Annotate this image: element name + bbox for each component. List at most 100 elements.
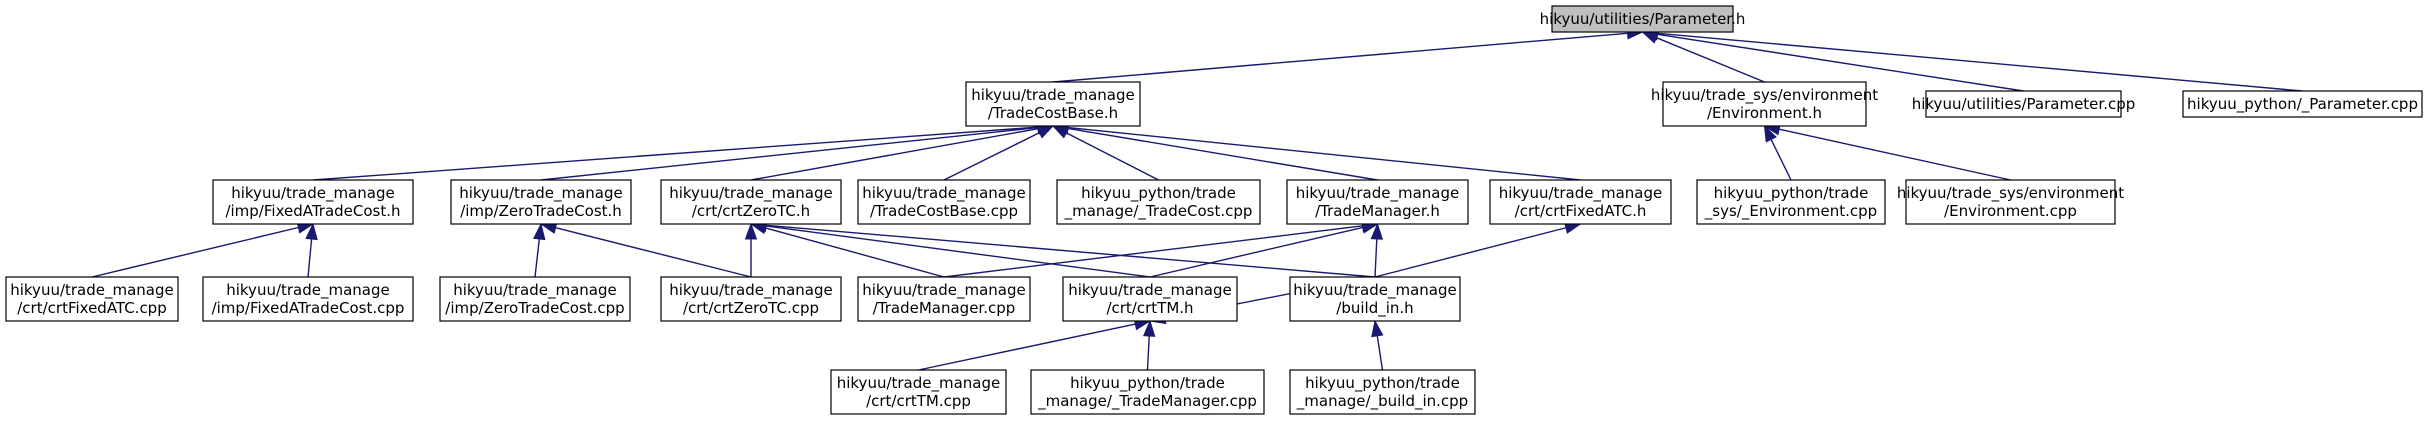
- arrowhead-icon: [1763, 124, 1777, 143]
- node-fixedatradecost_cpp[interactable]: hikyuu/trade_manage/imp/FixedATradeCost.…: [202, 276, 414, 322]
- node-box: [1030, 369, 1265, 415]
- edge-line: [534, 238, 541, 278]
- node-box: [830, 369, 1007, 415]
- node-label: /crt/crtTM.cpp: [866, 392, 971, 410]
- node-build_in_h[interactable]: hikyuu/trade_manage/build_in.h: [1289, 276, 1461, 322]
- node-parameter_h[interactable]: hikyuu/utilities/Parameter.h: [1540, 5, 1746, 33]
- node-tradecostbase_h[interactable]: hikyuu/trade_manage/TradeCostBase.h: [965, 81, 1141, 127]
- edge-crtfixedatc_cpp-to-fixedatradecost_h: [91, 221, 315, 278]
- node-label: hikyuu/trade_manage: [1296, 184, 1460, 203]
- node-box: [202, 276, 414, 322]
- node-crtfixedatc_cpp[interactable]: hikyuu/trade_manage/crt/crtFixedATC.cpp: [5, 276, 179, 322]
- node-box: [1905, 179, 2116, 225]
- node-label: hikyuu_python/trade: [1305, 374, 1460, 393]
- node-tradecostbase_cpp[interactable]: hikyuu/trade_manage/TradeCostBase.cpp: [857, 179, 1031, 225]
- edge-line: [1374, 227, 1567, 278]
- node-box: [1286, 179, 1469, 225]
- node-label: /imp/FixedATradeCost.h: [225, 202, 400, 220]
- node-label: /Environment.cpp: [1944, 202, 2077, 220]
- edge-line: [750, 127, 1039, 181]
- node-fixedatradecost_h[interactable]: hikyuu/trade_manage/imp/FixedATradeCost.…: [212, 179, 414, 225]
- node-label: hikyuu/trade_manage: [10, 281, 174, 300]
- node-label: /build_in.h: [1336, 299, 1413, 318]
- node-zerotradecost_h[interactable]: hikyuu/trade_manage/imp/ZeroTradeCost.h: [450, 179, 632, 225]
- node-label: hikyuu_python/trade: [1081, 184, 1236, 203]
- node-box: [1925, 90, 2122, 118]
- edge-line: [540, 126, 1039, 181]
- node-label: /TradeCostBase.h: [988, 104, 1118, 122]
- node-label: _manage/_TradeCost.cpp: [1064, 202, 1253, 221]
- edge-line: [1066, 132, 1159, 181]
- node-parameter_cpp[interactable]: hikyuu/utilities/Parameter.cpp: [1912, 90, 2136, 118]
- node-crtzerotc_cpp[interactable]: hikyuu/trade_manage/crt/crtZeroTC.cpp: [660, 276, 842, 322]
- edge-fixedatradecost_h-to-tradecostbase_h: [312, 120, 1055, 181]
- edge-line: [765, 225, 1151, 278]
- node-trademanager_cpp[interactable]: hikyuu/trade_manage/TradeManager.cpp: [857, 276, 1031, 322]
- node-box: [1662, 81, 1867, 127]
- node-box: [1489, 179, 1672, 225]
- edge-py_build_in_cpp-to-build_in_h: [1371, 319, 1384, 371]
- edge-line: [1374, 238, 1378, 278]
- node-label: hikyuu/utilities/Parameter.cpp: [1912, 95, 2136, 113]
- node-label: hikyuu/trade_manage: [669, 281, 833, 300]
- node-box: [1289, 276, 1461, 322]
- node-zerotradecost_cpp[interactable]: hikyuu/trade_manage/imp/ZeroTradeCost.cp…: [439, 276, 631, 322]
- node-label: /imp/FixedATradeCost.cpp: [212, 299, 405, 317]
- edge-crtzerotc_cpp-to-crtzerotc_h: [744, 222, 758, 277]
- node-label: /crt/crtZeroTC.cpp: [683, 299, 819, 317]
- edge-line: [1067, 126, 1581, 181]
- node-label: hikyuu/trade_manage: [459, 184, 623, 203]
- node-label: _manage/_TradeManager.cpp: [1037, 392, 1257, 411]
- node-label: hikyuu/trade_manage: [837, 374, 1001, 393]
- node-box: [965, 81, 1141, 127]
- node-label: hikyuu/trade_manage: [862, 281, 1026, 300]
- node-label: hikyuu/trade_manage: [453, 281, 617, 300]
- edge-line: [1146, 335, 1150, 371]
- node-label: hikyuu/trade_manage: [669, 184, 833, 203]
- edge-build_in_h-to-crtzerotc_h: [749, 219, 1376, 278]
- edge-line: [1779, 128, 2011, 181]
- node-crttm_h[interactable]: hikyuu/trade_manage/crt/crtTM.h: [1062, 276, 1238, 322]
- edge-tradecostbase_cpp-to-tradecostbase_h: [943, 125, 1055, 181]
- node-label: hikyuu_python/trade: [1070, 374, 1225, 393]
- edge-environment_h-to-parameter_h: [1641, 31, 1765, 83]
- node-box: [857, 179, 1031, 225]
- node-label: /Environment.h: [1707, 104, 1822, 122]
- node-label: hikyuu/trade_manage: [231, 184, 395, 203]
- node-box: [1696, 179, 1886, 225]
- edge-crttm_h-to-trademanager_h: [1149, 221, 1379, 278]
- edge-layer: [91, 27, 2303, 371]
- node-py_trademanager_cpp[interactable]: hikyuu_python/trade_manage/_TradeManager…: [1030, 369, 1265, 415]
- node-py_parameter_cpp[interactable]: hikyuu_python/_Parameter.cpp: [2182, 90, 2423, 118]
- edge-crtzerotc_cpp-to-zerotradecost_h: [539, 221, 752, 278]
- edge-line: [1052, 32, 1628, 83]
- node-crtfixedatc_h[interactable]: hikyuu/trade_manage/crt/crtFixedATC.h: [1489, 179, 1672, 225]
- node-label: /TradeManager.h: [1315, 202, 1440, 220]
- node-py_environment_cpp[interactable]: hikyuu_python/trade_sys/_Environment.cpp: [1696, 179, 1886, 225]
- node-layer: hikyuu/utilities/Parameter.h hikyuu/trade…: [5, 5, 2423, 415]
- arrowhead-icon: [305, 222, 318, 241]
- edge-line: [943, 132, 1040, 181]
- node-label: /imp/ZeroTradeCost.cpp: [445, 299, 624, 317]
- node-environment_h[interactable]: hikyuu/trade_sys/environment/Environment…: [1651, 81, 1878, 127]
- node-label: /crt/crtZeroTC.h: [692, 202, 810, 220]
- edge-line: [91, 226, 299, 278]
- node-box: [450, 179, 632, 225]
- node-py_build_in_cpp[interactable]: hikyuu_python/trade_manage/_build_in.cpp: [1289, 369, 1476, 415]
- edge-py_environment_cpp-to-environment_h: [1763, 124, 1792, 181]
- node-environment_cpp[interactable]: hikyuu/trade_sys/environment/Environment…: [1897, 179, 2124, 225]
- edge-crttm_cpp-to-crttm_h: [918, 318, 1152, 371]
- node-box: [5, 276, 179, 322]
- edge-build_in_h-to-crtfixedatc_h: [1374, 221, 1582, 278]
- node-crtzerotc_h[interactable]: hikyuu/trade_manage/crt/crtZeroTC.h: [660, 179, 842, 225]
- node-box: [439, 276, 631, 322]
- node-py_tradecost_cpp[interactable]: hikyuu_python/trade_manage/_TradeCost.cp…: [1056, 179, 1261, 225]
- node-crttm_cpp[interactable]: hikyuu/trade_manage/crt/crtTM.cpp: [830, 369, 1007, 415]
- node-label: hikyuu/utilities/Parameter.h: [1540, 10, 1746, 28]
- edge-fixedatradecost_cpp-to-fixedatradecost_h: [305, 222, 318, 278]
- node-box: [1056, 179, 1261, 225]
- node-label: hikyuu/trade_manage: [226, 281, 390, 300]
- edge-crtfixedatc_h-to-tradecostbase_h: [1051, 121, 1581, 181]
- node-trademanager_h[interactable]: hikyuu/trade_manage/TradeManager.h: [1286, 179, 1469, 225]
